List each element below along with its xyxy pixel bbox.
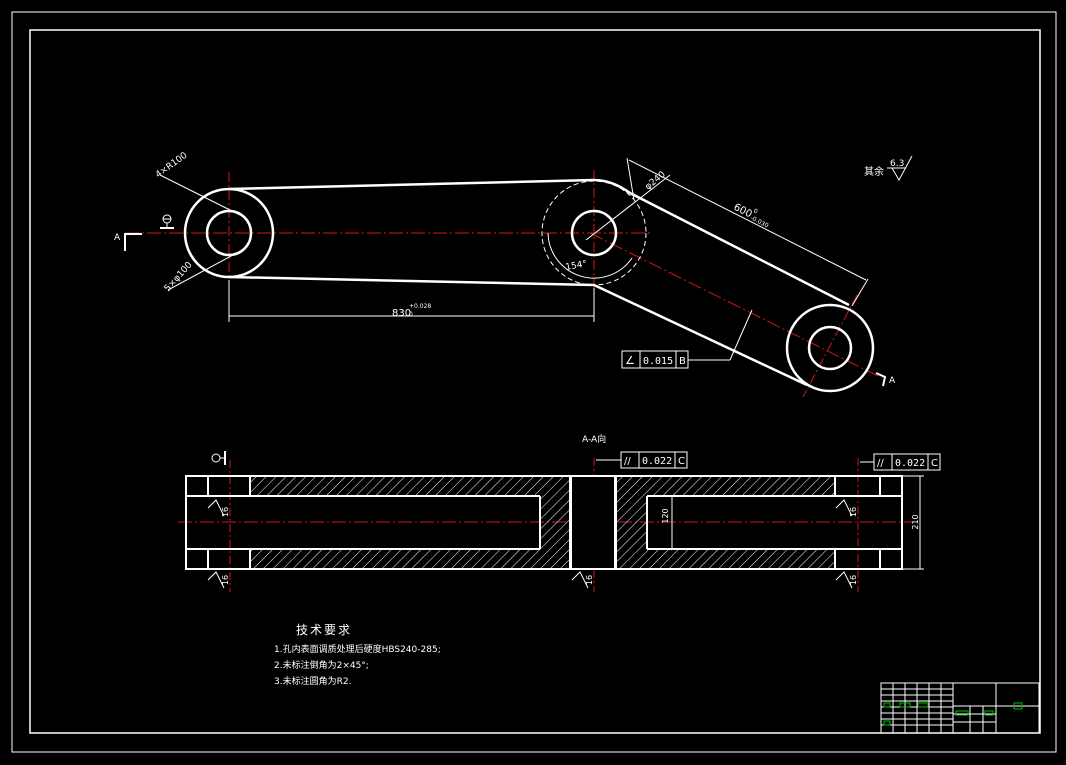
- inner-border: [29, 29, 1041, 734]
- thickness-mark-2: 16: [207, 571, 230, 589]
- hatch-bottom-right: [616, 549, 835, 569]
- arm-bottom-edge: [228, 275, 595, 287]
- fcf-symbol: ∠: [625, 354, 635, 367]
- tech-item-3: 3.未标注圆角为R2.: [274, 675, 351, 687]
- hatch-web-left: [540, 496, 570, 549]
- fcf1-datum: C: [678, 456, 685, 467]
- section-view: A-A向 // 0.022 C // 0.022 C 120: [178, 433, 941, 592]
- svg-text:16: 16: [849, 575, 858, 585]
- arm-top-edge: [228, 178, 595, 191]
- thickness-mark-1: 16: [207, 499, 230, 517]
- svg-text:16: 16: [585, 575, 594, 585]
- dim-600-line: [628, 159, 867, 281]
- dim-hole-left-bottom: 5×φ100: [163, 260, 195, 294]
- section-arrow-right: [875, 372, 887, 387]
- section-mark-left: A: [114, 233, 121, 243]
- top-view: 4×R100 5×φ100 φ240 154° A A 830 +0.028 0…: [114, 151, 913, 398]
- surface-finish-label: 其余: [864, 165, 884, 178]
- center-line-arm: [589, 232, 883, 379]
- fcf-datum: B: [679, 356, 686, 367]
- dim-600-tol-lower: -0.030: [749, 215, 770, 230]
- datum-symbol-section: [211, 451, 226, 465]
- datum-symbol-left: [160, 214, 174, 229]
- hatch-top-right: [616, 476, 835, 496]
- hatch-bottom-left: [250, 549, 570, 569]
- dim-830: 830: [392, 308, 411, 319]
- surface-finish: 其余 6.3: [864, 155, 913, 182]
- fcf-parallel-1: // 0.022 C: [596, 451, 688, 469]
- angled-arm-bottom: [593, 283, 808, 387]
- fcf-value: 0.015: [643, 356, 673, 367]
- svg-text:16: 16: [221, 507, 230, 517]
- svg-text:16: 16: [221, 575, 230, 585]
- fcf-leader-2: [729, 309, 753, 361]
- section-arrow-left: [124, 233, 142, 251]
- mid-hub-hole: [570, 209, 618, 257]
- thickness-mark-5: 16: [835, 571, 858, 589]
- dim-600-tol-upper: 0: [752, 208, 759, 216]
- tech-item-2: 2.未标注倒角为2×45°;: [274, 659, 369, 671]
- dim-angle: 154°: [565, 259, 588, 273]
- right-boss-outer: [785, 303, 875, 393]
- surface-finish-value: 6.3: [890, 159, 904, 169]
- hatch-top-left: [250, 476, 570, 496]
- thickness-mark-3: 16: [571, 571, 594, 589]
- tech-item-1: 1.孔内表面调质处理后硬度HBS240-285;: [274, 643, 441, 655]
- leader-left-bottom: [167, 247, 247, 291]
- leader-mid-phi: [585, 174, 671, 241]
- section-outline: [185, 475, 903, 570]
- fcf2-symbol: //: [877, 458, 884, 469]
- title-block: [880, 682, 1040, 734]
- leader-left-top: [159, 174, 247, 219]
- center-line-right-diag: [802, 294, 858, 398]
- dim-830-tol-upper: +0.028: [409, 303, 431, 310]
- dim-inner-gap: 120: [661, 508, 670, 523]
- thickness-mark-4: 16: [835, 499, 858, 517]
- section-mark-right: A: [889, 376, 896, 386]
- tech-requirements: 技术要求 1.孔内表面调质处理后硬度HBS240-285; 2.未标注倒角为2×…: [274, 623, 441, 687]
- angle-arc: [547, 232, 633, 279]
- angled-arm-top: [629, 191, 850, 307]
- outer-border: [11, 11, 1057, 753]
- fcf1-symbol: //: [624, 456, 631, 467]
- fcf-angularity: ∠ 0.015 B: [621, 350, 689, 369]
- section-white-clear: [571, 477, 615, 568]
- fcf2-value: 0.022: [895, 458, 925, 469]
- dim-830-tol-lower: 0: [409, 311, 413, 318]
- dim-hole-left-top: 4×R100: [154, 151, 190, 181]
- dim-600-ext-bottom: [851, 278, 869, 307]
- left-boss-hole: [205, 209, 253, 257]
- section-title: A-A向: [582, 433, 606, 445]
- fcf2-datum: C: [931, 458, 938, 469]
- hatch-web-right: [616, 496, 647, 549]
- tech-heading: 技术要求: [296, 623, 352, 637]
- right-boss-hole: [807, 325, 853, 371]
- mid-hub-outline: [593, 178, 631, 195]
- fcf-parallel-2: // 0.022 C: [860, 453, 941, 471]
- dim-600-ext-top: [626, 157, 635, 201]
- svg-text:16: 16: [849, 507, 858, 517]
- fcf1-value: 0.022: [642, 456, 672, 467]
- dim-overall-height: 210: [911, 514, 920, 529]
